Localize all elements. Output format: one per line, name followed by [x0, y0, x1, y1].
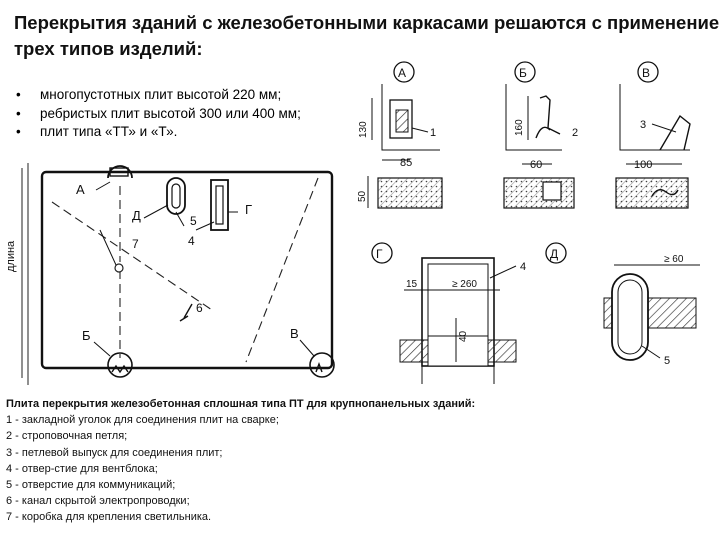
legend-item: 3 - петлевой выпуск для соединения плит; — [6, 446, 223, 459]
legend-item: 6 - канал скрытой электропроводки; — [6, 495, 190, 508]
plan-label-g: Г — [245, 202, 252, 217]
slab-outline — [40, 170, 334, 370]
detail-a: А 130 1 85 50 — [357, 61, 443, 209]
detail-d-number: 5 — [664, 355, 670, 367]
plan-label-d: Д — [132, 208, 141, 223]
corner-detail-v — [309, 352, 335, 378]
svg-text:А: А — [398, 66, 406, 80]
legend-heading: Плита перекрытия железобетонная сплошная… — [6, 398, 476, 410]
detail-b-width: 60 — [530, 159, 542, 171]
corner-detail-b — [107, 352, 133, 378]
detail-a-50: 50 — [357, 190, 368, 202]
detail-b-number: 2 — [572, 127, 578, 139]
plan-label-v: В — [290, 326, 299, 341]
legend-item: 1 - закладной уголок для соединения плит… — [6, 414, 279, 427]
wiring-channel — [51, 201, 213, 311]
detail-a-width: 85 — [400, 157, 412, 169]
title-line-1: Перекрытия зданий с железобетонными карк… — [14, 12, 720, 33]
plan-number-6: 6 — [196, 301, 203, 315]
detail-d-opening — [611, 273, 649, 361]
detail-g-tag — [371, 242, 393, 264]
legend-item: 2 - строповочная петля; — [6, 430, 128, 443]
title-line-2: трех типов изделий: — [14, 38, 203, 59]
legend-item: 5 - отверстие для коммуникаций; — [6, 479, 176, 492]
detail-a-height: 130 — [358, 121, 369, 138]
slide-title: Перекрытия зданий с железобетонными карк… — [14, 10, 720, 62]
svg-text:В: В — [642, 66, 650, 80]
plan-label-b: Б — [82, 328, 91, 343]
detail-d-tag — [545, 242, 567, 264]
legend-item: 4 - отвер-стие для вентблока; — [6, 462, 158, 475]
plan-number-5: 5 — [190, 214, 197, 228]
detail-d: Д ≥ 60 5 — [545, 242, 700, 367]
bullet-item: плит типа «ТТ» и «Т». — [14, 123, 301, 142]
plan-number-4: 4 — [188, 234, 195, 248]
detail-v-width: 100 — [634, 159, 652, 171]
bullet-item: ребристых плит высотой 300 или 400 мм; — [14, 105, 301, 124]
svg-text:Б: Б — [519, 66, 527, 80]
detail-v-tag — [637, 61, 659, 83]
detail-g-260: ≥ 260 — [452, 279, 477, 290]
svg-text:Г: Г — [376, 247, 383, 261]
slab-plan: длина А Д Г 5 4 7 — [5, 163, 335, 385]
detail-d-60: ≥ 60 — [664, 254, 684, 265]
legend-item: 7 - коробка для крепления светильника. — [6, 511, 212, 524]
detail-a-tag — [393, 61, 415, 83]
detail-v: В 3 100 — [615, 61, 691, 209]
detail-g-number: 4 — [520, 261, 526, 273]
light-box — [114, 263, 124, 273]
detail-v-number: 3 — [640, 119, 646, 131]
side-label-length: длина — [5, 240, 17, 272]
plan-number-7: 7 — [132, 237, 139, 251]
svg-text:Д: Д — [550, 247, 558, 261]
detail-a-number: 1 — [430, 127, 436, 139]
detail-g-15: 15 — [406, 279, 418, 290]
communication-opening — [166, 177, 186, 215]
bullet-item: многопустотных плит высотой 220 мм; — [14, 86, 301, 105]
detail-g-40: 40 — [458, 330, 469, 342]
bullet-list: многопустотных плит высотой 220 мм; ребр… — [14, 86, 301, 142]
plan-label-a: А — [76, 182, 85, 197]
legend: Плита перекрытия железобетонная сплошная… — [6, 396, 475, 526]
lifting-loop — [107, 165, 133, 179]
detail-b-tag — [514, 61, 536, 83]
detail-g: Г 15 ≥ 260 40 4 — [371, 242, 526, 384]
detail-b: Б 160 2 60 — [503, 61, 578, 209]
detail-b-height: 160 — [514, 119, 525, 136]
vent-opening — [210, 179, 229, 231]
